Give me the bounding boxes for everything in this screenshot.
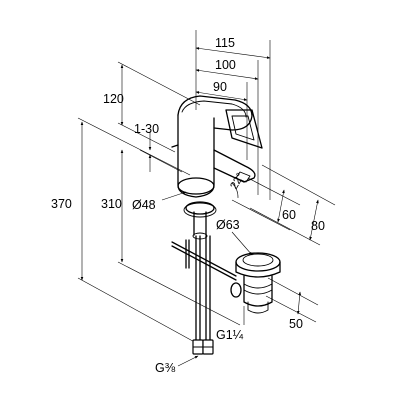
- dimension-labels: 115 100 90 120 1-30 370 310 Ø48 Ø63 60 8…: [51, 36, 325, 375]
- popup-knob: [171, 144, 179, 148]
- faucet-body: [171, 95, 263, 198]
- dim-line-115: [195, 47, 271, 59]
- waste-body: [243, 275, 273, 307]
- ext-line-370-top: [77, 117, 191, 176]
- faucet-base: [177, 177, 215, 195]
- waste-ring-2: [243, 289, 273, 295]
- dim-line-50: [296, 291, 302, 315]
- mount-washer-lower: [183, 202, 217, 218]
- mount-washer: [185, 201, 215, 215]
- mounting-assembly: [171, 201, 237, 355]
- angle-arc: [231, 182, 239, 199]
- ext-line-370-bottom: [77, 277, 201, 346]
- waste-side-outlet: [230, 282, 242, 298]
- label-50: 50: [289, 317, 303, 331]
- ext-line-120-top: [117, 61, 201, 106]
- popup-waste: [230, 252, 281, 314]
- dim-line-60: [277, 189, 285, 223]
- ext-line-50-a: [267, 277, 319, 306]
- waste-flange-side: [235, 261, 281, 278]
- leader-g38: [177, 355, 199, 367]
- label-90: 90: [213, 80, 227, 94]
- label-60: 60: [282, 208, 296, 222]
- label-d63: Ø63: [216, 218, 240, 232]
- waste-plug: [242, 253, 274, 267]
- ext-line-60-a: [247, 177, 301, 206]
- label-g38: G⅜: [155, 361, 176, 375]
- faucet-lever: [177, 95, 253, 131]
- waste-ring-1: [243, 283, 273, 289]
- ext-line-60-b: [231, 199, 291, 231]
- dim-line-90: [195, 91, 248, 101]
- ext-line-80-a: [261, 164, 336, 206]
- dimension-lines: [77, 30, 336, 367]
- faucet-handle-face: [231, 115, 255, 141]
- dim-line-63: [231, 231, 253, 256]
- waste-flange: [235, 252, 281, 272]
- label-d48: Ø48: [132, 198, 156, 212]
- label-370: 370: [51, 197, 72, 211]
- ext-line-120-bottom: [117, 122, 176, 153]
- ext-line-50-b: [265, 295, 317, 323]
- ext-line-80-b: [249, 207, 321, 246]
- ext-line-310-bottom: [117, 261, 241, 326]
- label-120: 120: [103, 92, 124, 106]
- faucet-spout: [213, 149, 256, 183]
- label-1-30: 1-30: [134, 122, 159, 136]
- label-100: 100: [215, 58, 236, 72]
- label-310: 310: [101, 197, 122, 211]
- dim-line-100: [195, 69, 259, 80]
- faucet-handle: [225, 109, 263, 149]
- dim-line-80: [309, 199, 319, 241]
- faucet-column: [177, 114, 215, 198]
- popup-linkage-b: [171, 245, 237, 281]
- label-80: 80: [311, 219, 325, 233]
- label-115: 115: [215, 36, 235, 50]
- popup-linkage-a: [171, 241, 237, 277]
- label-g114: G1¼: [216, 328, 244, 342]
- label-angle: 22°: [228, 171, 247, 191]
- waste-thread: [247, 301, 269, 314]
- faucet-lever-inner: [181, 100, 247, 118]
- faucet-aerator: [235, 171, 251, 183]
- ext-line-1-30: [139, 149, 183, 173]
